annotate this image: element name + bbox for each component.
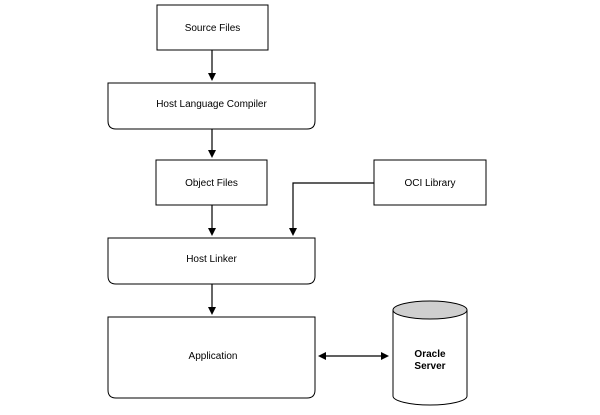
arrowhead-right <box>381 352 389 360</box>
object-files-node: Object Files <box>155 159 268 206</box>
oracle-server-label-line2: Server <box>414 361 445 372</box>
edge-application-oracle-server <box>318 352 389 360</box>
arrowhead-left <box>318 352 326 360</box>
edge-linker-to-application <box>208 284 216 315</box>
arrowhead <box>208 150 216 158</box>
edge-compiler-to-object-files <box>208 129 216 158</box>
cylinder-top <box>392 300 468 320</box>
arrowhead <box>208 73 216 81</box>
object-files-label: Object Files <box>185 178 238 189</box>
arrowhead <box>208 307 216 315</box>
host-linker-label: Host Linker <box>186 254 237 265</box>
oracle-server-label-line1: Oracle <box>414 349 446 360</box>
oracle-server-node: Oracle Server <box>392 300 468 406</box>
edge-source-to-compiler <box>208 50 216 81</box>
arrowhead <box>289 228 297 236</box>
source-files-node: Source Files <box>156 4 269 51</box>
source-files-label: Source Files <box>185 23 241 34</box>
application-label: Application <box>189 351 238 362</box>
oci-library-label: OCI Library <box>404 178 455 189</box>
application-node: Application <box>107 316 316 399</box>
edge-oci-library-to-linker <box>289 182 374 236</box>
edge-object-files-to-linker <box>208 205 216 236</box>
host-linker-node: Host Linker <box>107 237 316 285</box>
oci-library-node: OCI Library <box>373 159 487 206</box>
host-language-compiler-node: Host Language Compiler <box>107 82 316 130</box>
arrowhead <box>208 228 216 236</box>
host-language-compiler-label: Host Language Compiler <box>156 99 267 110</box>
